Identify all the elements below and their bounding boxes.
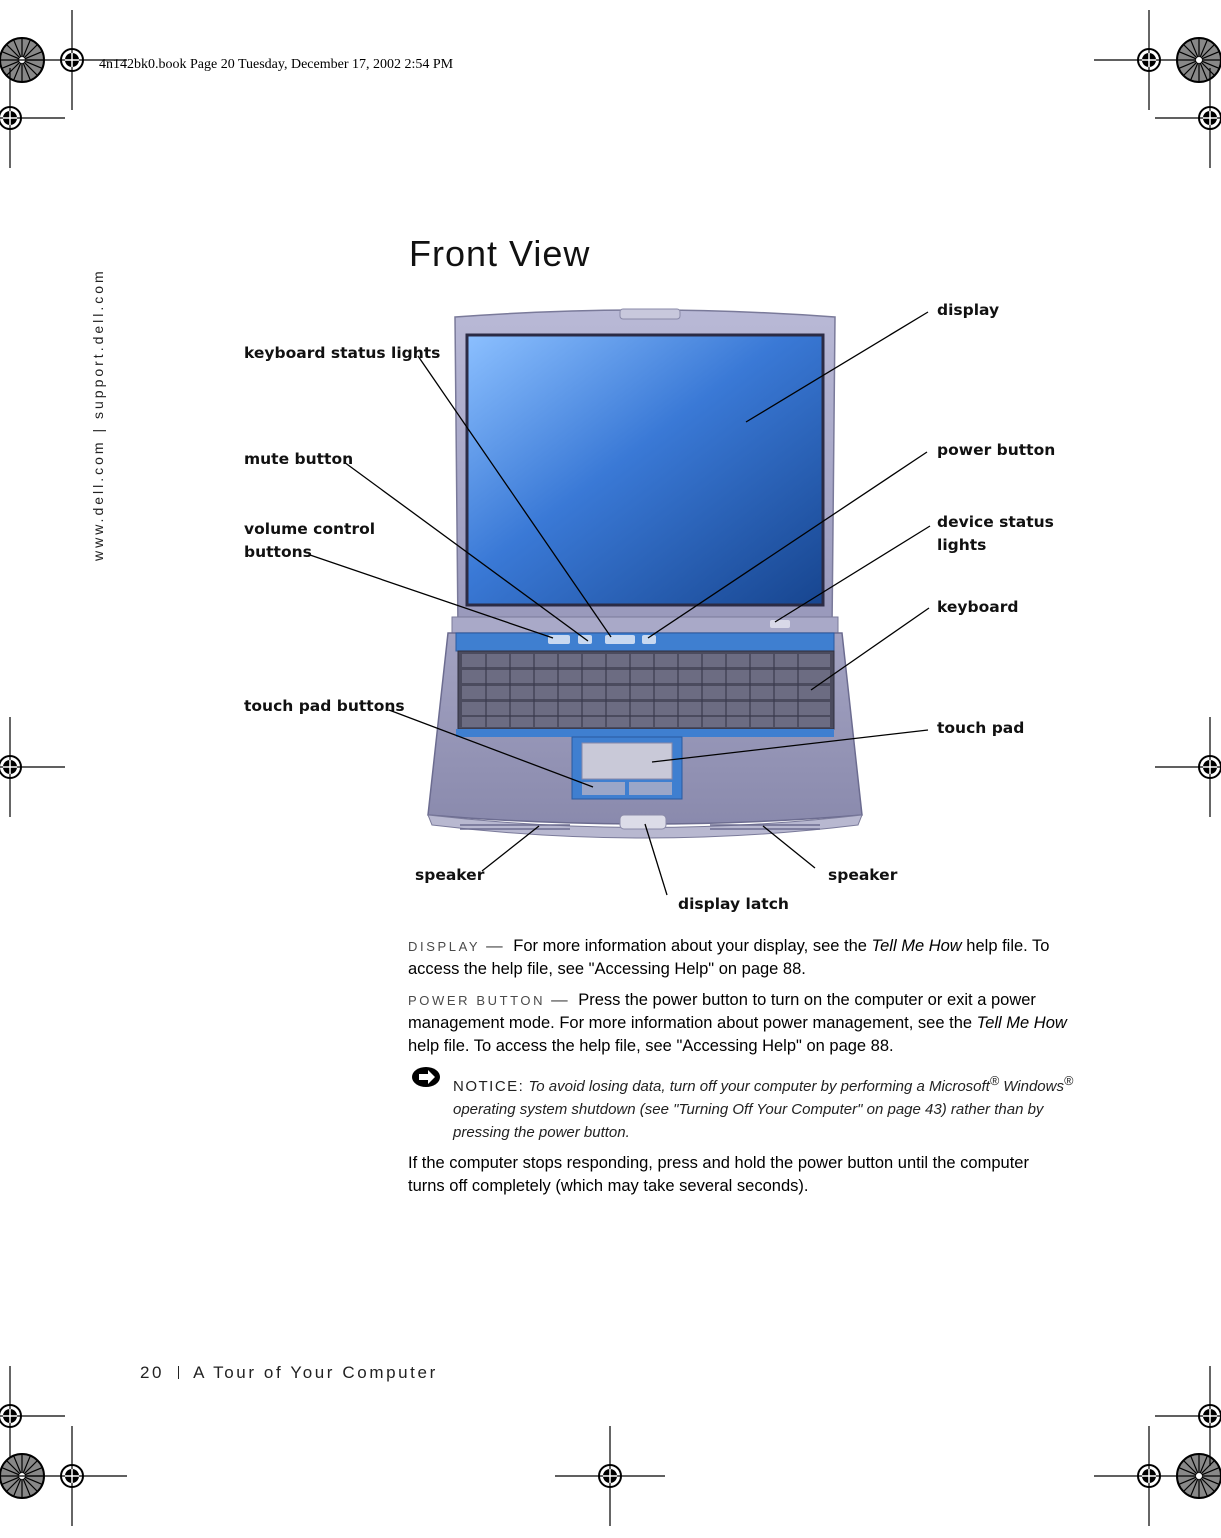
notice-text: NOTICE: To avoid losing data, turn off y…	[453, 1070, 1093, 1144]
power-tell-me-how: Tell Me How	[976, 1014, 1067, 1032]
callout-device-status-lights-line1: device status	[937, 513, 1054, 531]
notice-text-3: operating system shutdown (see "Turning …	[453, 1101, 1044, 1141]
display-description: DISPLAY — For more information about your…	[408, 935, 1068, 981]
display-text-1: For more information about your display,…	[513, 937, 872, 955]
registered-mark-1: ®	[989, 1074, 1000, 1088]
chapter-title: A Tour of Your Computer	[193, 1363, 438, 1382]
power-text-2: help file. To access the help file, see …	[408, 1037, 894, 1055]
power-button-description: POWER BUTTON — Press the power button to …	[408, 989, 1068, 1058]
print-header-stamp: 4n142bk0.book Page 20 Tuesday, December …	[99, 57, 454, 72]
callout-display-latch: display latch	[678, 895, 789, 913]
notice-label: NOTICE:	[453, 1078, 525, 1095]
display-text-2: help file. To access the help file, see …	[408, 937, 1050, 978]
callout-volume-control-buttons: volume control buttons	[244, 518, 375, 564]
footer-separator	[178, 1366, 180, 1379]
callout-speaker-right: speaker	[828, 866, 898, 884]
power-leadin: POWER BUTTON	[408, 993, 546, 1008]
callout-volume-control-buttons-line2: buttons	[244, 543, 312, 561]
page-number: 20	[140, 1363, 165, 1382]
notice-text-2: Windows	[999, 1078, 1064, 1095]
callout-power-button: power button	[937, 441, 1056, 459]
callout-device-status-lights: device status lights	[937, 511, 1054, 557]
display-dash: —	[486, 937, 503, 955]
power-text-1: Press the power button to turn on the co…	[408, 991, 1036, 1032]
callout-display: display	[937, 301, 1000, 319]
callout-keyboard: keyboard	[937, 598, 1019, 616]
notice-text-1: To avoid losing data, turn off your comp…	[524, 1078, 990, 1095]
callout-touch-pad: touch pad	[937, 719, 1025, 737]
callout-mute-button: mute button	[244, 450, 354, 468]
callout-volume-control-buttons-line1: volume control	[244, 520, 376, 538]
power-dash: —	[551, 991, 568, 1009]
unresponsive-instructions: If the computer stops responding, press …	[408, 1154, 1029, 1195]
callout-speaker-left: speaker	[415, 866, 485, 884]
registered-mark-2: ®	[1063, 1074, 1074, 1088]
callout-keyboard-status-lights: keyboard status lights	[244, 344, 441, 362]
callout-device-status-lights-line2: lights	[937, 536, 987, 554]
display-tell-me-how: Tell Me How	[871, 937, 962, 955]
laptop-front-view-image	[427, 308, 863, 839]
display-leadin: DISPLAY	[408, 939, 481, 954]
callout-touch-pad-buttons: touch pad buttons	[244, 697, 405, 715]
page-footer: 20 A Tour of Your Computer	[140, 1363, 438, 1383]
notice-icon	[412, 1067, 440, 1087]
page-title: Front View	[409, 233, 591, 274]
